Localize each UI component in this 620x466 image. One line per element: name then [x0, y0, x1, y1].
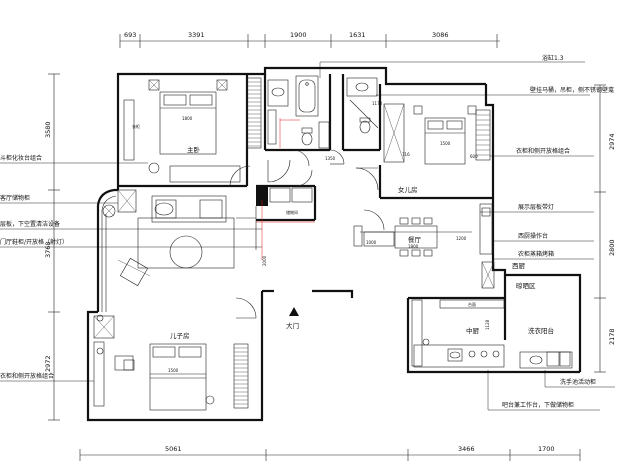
anno-left-3: 层板，下空置清洁设备 [0, 220, 60, 228]
bottom-dim-1: 5061 [165, 445, 182, 453]
entrance-arrow-icon [289, 307, 299, 316]
top-dim-2: 3391 [188, 31, 205, 39]
dining-area: 1000 1800 1200 餐厅 [353, 203, 495, 289]
entrance-label: 大门 [286, 321, 299, 330]
anno-right-8: 吧台兼工作台，下做储物柜 [502, 401, 574, 409]
top-dim-3: 1900 [290, 31, 307, 39]
toilet-icon [301, 127, 313, 134]
room-laundry: 洗衣阳台 [528, 326, 554, 335]
daughter-dim-600: 600 [470, 154, 478, 159]
room-western-kitchen: 西厨 [512, 262, 526, 270]
anno-right-5: 西厨操作台 [518, 232, 548, 240]
anno-right-1: 浴缸1.3 [542, 54, 564, 62]
right-dimension-line: 2974 2800 2178 [594, 84, 616, 373]
master-bed [159, 91, 217, 155]
bath-dim-1170: 1170 [372, 101, 383, 106]
right-dim-3: 2178 [608, 328, 616, 345]
kitchen-dim-1128: 1128 [485, 319, 490, 330]
anno-right-7: 洗手池活动柜 [560, 378, 596, 386]
room-son: 儿子房 [170, 331, 190, 340]
anno-right-2: 壁挂马桶，吊柜，侧不锈钢壁龛 [530, 86, 614, 94]
anno-left-5: 衣柜和侧开放格组合 [0, 372, 54, 380]
son-bed [149, 343, 207, 411]
annotations-left: 斗柜化妆台组合 客厅储物柜 层板，下空置清洁设备 门厅鞋柜/开放格（射灯） 衣柜… [0, 154, 262, 382]
son-room: 1500 儿子房 [93, 297, 257, 411]
bathtub-icon [295, 75, 319, 117]
daughter-dim-716: 716 [402, 152, 410, 157]
anno-left-2: 客厅储物柜 [0, 194, 30, 202]
room-master-bedroom: 主卧 [187, 145, 201, 154]
bottom-dimension-line: 5061 3466 1700 [79, 445, 581, 461]
room-dining: 餐厅 [408, 235, 422, 244]
son-bed-width: 1500 [168, 368, 179, 373]
left-dim-2: 3768 [44, 241, 52, 258]
top-dim-1: 693 [124, 31, 136, 39]
master-vanity-label: 衣柜 [132, 123, 140, 129]
room-drying: 晾晒区 [516, 281, 536, 290]
anno-right-3: 衣柜和侧开放格组合 [516, 147, 570, 155]
top-dimension-line: 693 3391 1900 1631 3086 [119, 31, 500, 48]
daughter-bed [424, 117, 466, 165]
bath-dim-1350: 1350 [325, 156, 336, 161]
anno-left-1: 斗柜化妆台组合 [0, 154, 42, 162]
entrance: 大门 [286, 307, 299, 330]
living-area: 2000 [101, 189, 267, 312]
master-bedroom: 1800 衣柜 主卧 [123, 77, 262, 187]
daughter-bed-width: 1500 [440, 141, 451, 146]
room-kitchen: 中厨 [466, 326, 480, 335]
dining-dim-1200: 1200 [456, 236, 467, 241]
top-dim-4: 1631 [349, 31, 366, 39]
room-daughter: 女儿房 [398, 185, 418, 194]
dining-dim-1800: 1800 [408, 244, 419, 249]
kitchen-bar-label: 台面 [468, 301, 476, 307]
anno-left-4: 门厅鞋柜/开放格（射灯） [0, 238, 68, 246]
master-bed-width: 1800 [182, 116, 193, 121]
anno-right-6: 农柜蒸箱烤箱 [518, 250, 554, 258]
dining-dim-1000: 1000 [366, 240, 377, 245]
shoe-cabinet-label: 储物间 [286, 209, 298, 215]
right-dim-1: 2974 [608, 133, 616, 150]
right-dim-2: 2800 [608, 239, 616, 256]
annotations-right: 浴缸1.3 壁挂马桶，吊柜，侧不锈钢壁龛 衣柜和侧开放格组合 展示层板带灯 西厨… [319, 54, 615, 411]
balcony-area: 晾晒区 洗衣阳台 [516, 281, 573, 369]
top-dim-5: 3086 [432, 31, 449, 39]
exterior-walls [86, 66, 582, 422]
bottom-dim-2: 3466 [458, 445, 475, 453]
master-bathroom: 1170 1350 [267, 75, 383, 167]
left-dim-1: 3580 [44, 121, 52, 138]
bottom-dim-3: 1700 [538, 445, 555, 453]
daughter-room: 1500 716 600 女儿房 [355, 103, 491, 194]
left-dim-3: 2972 [44, 355, 52, 372]
living-dim-2000: 2000 [262, 255, 267, 266]
kitchen-area: 台面 1128 中厨 西厨 [411, 262, 526, 368]
storage-block: 储物间 [256, 159, 315, 260]
anno-right-4: 展示层板带灯 [518, 203, 554, 211]
